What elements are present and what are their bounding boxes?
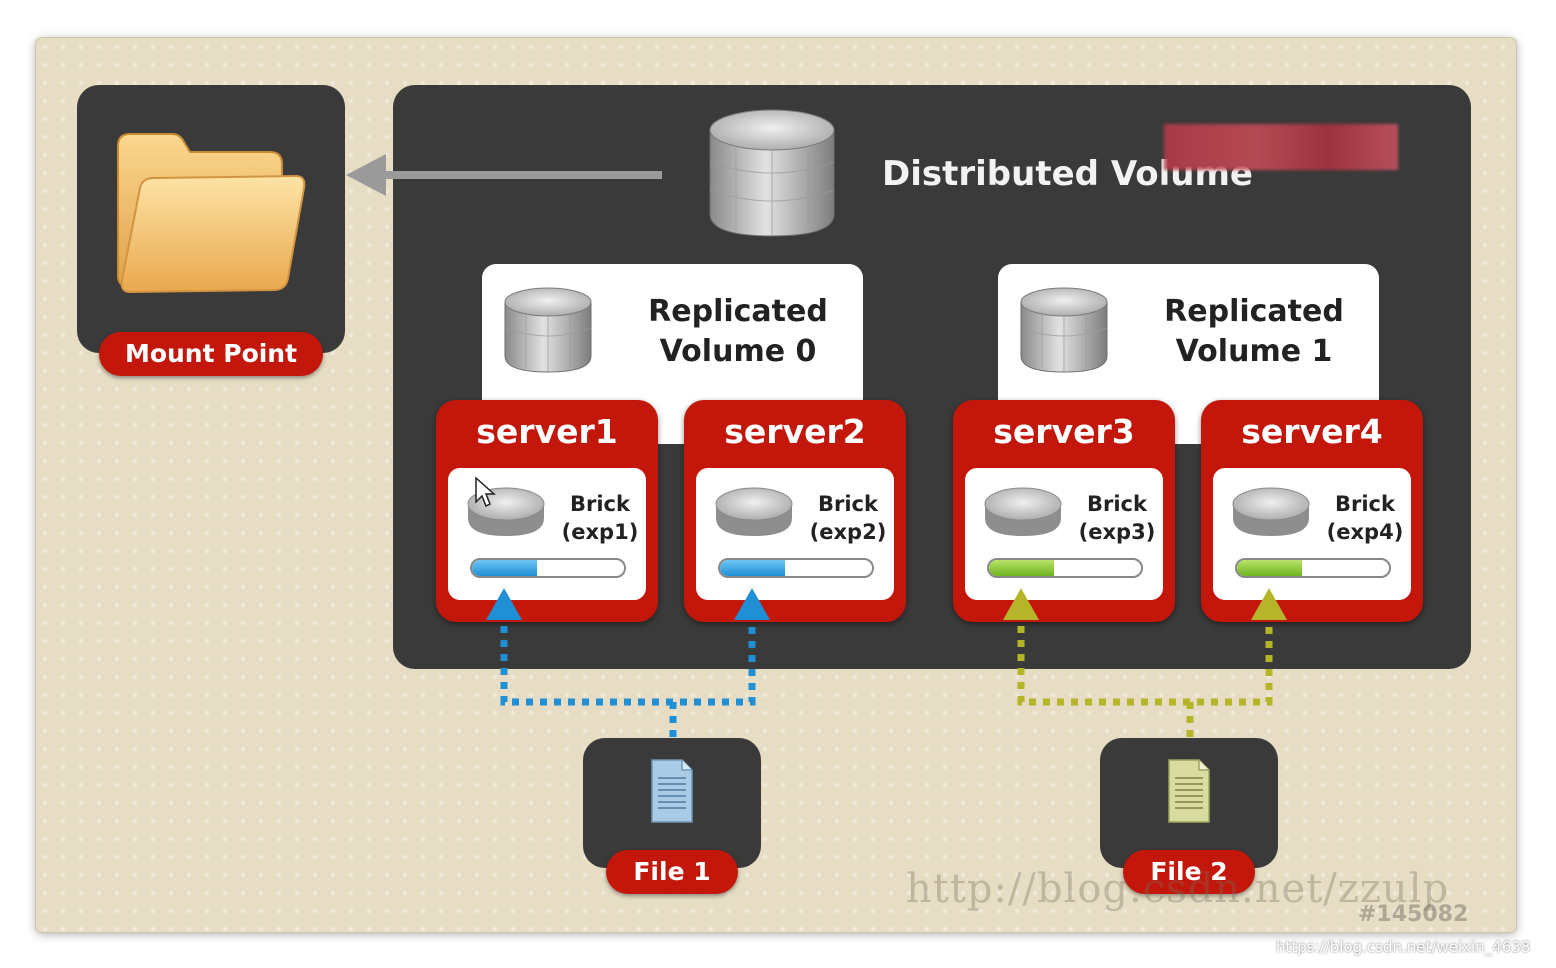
brick-usage-bar — [987, 558, 1143, 578]
brick-label-line1: Brick — [1087, 492, 1147, 516]
brick-label-line1: Brick — [570, 492, 630, 516]
brick-label: Brick (exp1) — [560, 490, 640, 546]
brick-usage-bar — [470, 558, 626, 578]
brick-card: Brick (exp4) — [1213, 468, 1411, 600]
server-card-4: server4 Brick (exp4) — [1201, 400, 1423, 622]
server-card-3: server3 Brick (exp3) — [953, 400, 1175, 622]
server-name: server2 — [724, 412, 866, 451]
replicated-volume-1-line1: Replicated — [1164, 294, 1344, 329]
replicated-volume-1-label: Replicated Volume 1 — [1154, 292, 1354, 372]
server-name: server1 — [476, 412, 618, 451]
brick-usage-fill — [1237, 560, 1303, 576]
mount-point-label: Mount Point — [99, 332, 323, 376]
replicated-volume-1-line2: Volume 1 — [1175, 334, 1333, 369]
file2-replication-links — [1003, 588, 1287, 742]
image-id-tag: #145082 — [1358, 902, 1469, 927]
brick-label-line2: (exp2) — [809, 520, 887, 544]
server-card-2: server2 Brick (exp2) — [684, 400, 906, 622]
brick-label: Brick (exp2) — [808, 490, 888, 546]
brick-label: Brick (exp4) — [1325, 490, 1405, 546]
brick-label-line1: Brick — [1335, 492, 1395, 516]
file-2-label: File 2 — [1123, 850, 1255, 894]
diagram-frame: Mount Point Distributed Volume — [36, 38, 1516, 932]
brick-usage-bar — [1235, 558, 1391, 578]
source-url-tag: https://blog.csdn.net/weixin_4638 — [1276, 938, 1531, 956]
brick-label-line2: (exp4) — [1326, 520, 1404, 544]
brick-usage-bar — [718, 558, 874, 578]
brick-usage-fill — [472, 560, 538, 576]
disk-icon — [984, 487, 1062, 536]
file1-replication-links — [486, 588, 770, 742]
mount-arrow — [346, 154, 662, 196]
brick-label-line1: Brick — [818, 492, 878, 516]
redacted-region — [1164, 124, 1398, 170]
brick-label: Brick (exp3) — [1077, 490, 1157, 546]
brick-label-line2: (exp1) — [561, 520, 639, 544]
brick-usage-fill — [720, 560, 786, 576]
mouse-cursor-icon — [475, 476, 496, 508]
database-icon-rep0 — [504, 287, 592, 373]
disk-icon — [1232, 487, 1310, 536]
folder-icon — [117, 133, 306, 294]
server-name: server4 — [1241, 412, 1383, 451]
database-icon-large — [709, 109, 835, 237]
document-icon-green — [1168, 759, 1210, 823]
server-name: server3 — [993, 412, 1135, 451]
brick-card: Brick (exp2) — [696, 468, 894, 600]
document-icon-blue — [651, 759, 693, 823]
replicated-volume-0-label: Replicated Volume 0 — [638, 292, 838, 372]
brick-card: Brick (exp3) — [965, 468, 1163, 600]
server-card-1: server1 Brick (exp1) — [436, 400, 658, 622]
replicated-volume-0-line2: Volume 0 — [659, 334, 817, 369]
disk-icon — [715, 487, 793, 536]
replicated-volume-0-line1: Replicated — [648, 294, 828, 329]
file-1-label: File 1 — [606, 850, 738, 894]
database-icon-rep1 — [1020, 287, 1108, 373]
brick-label-line2: (exp3) — [1078, 520, 1156, 544]
brick-usage-fill — [989, 560, 1055, 576]
watermark-text: http://blog.csdn.net/zzulp — [906, 866, 1450, 912]
